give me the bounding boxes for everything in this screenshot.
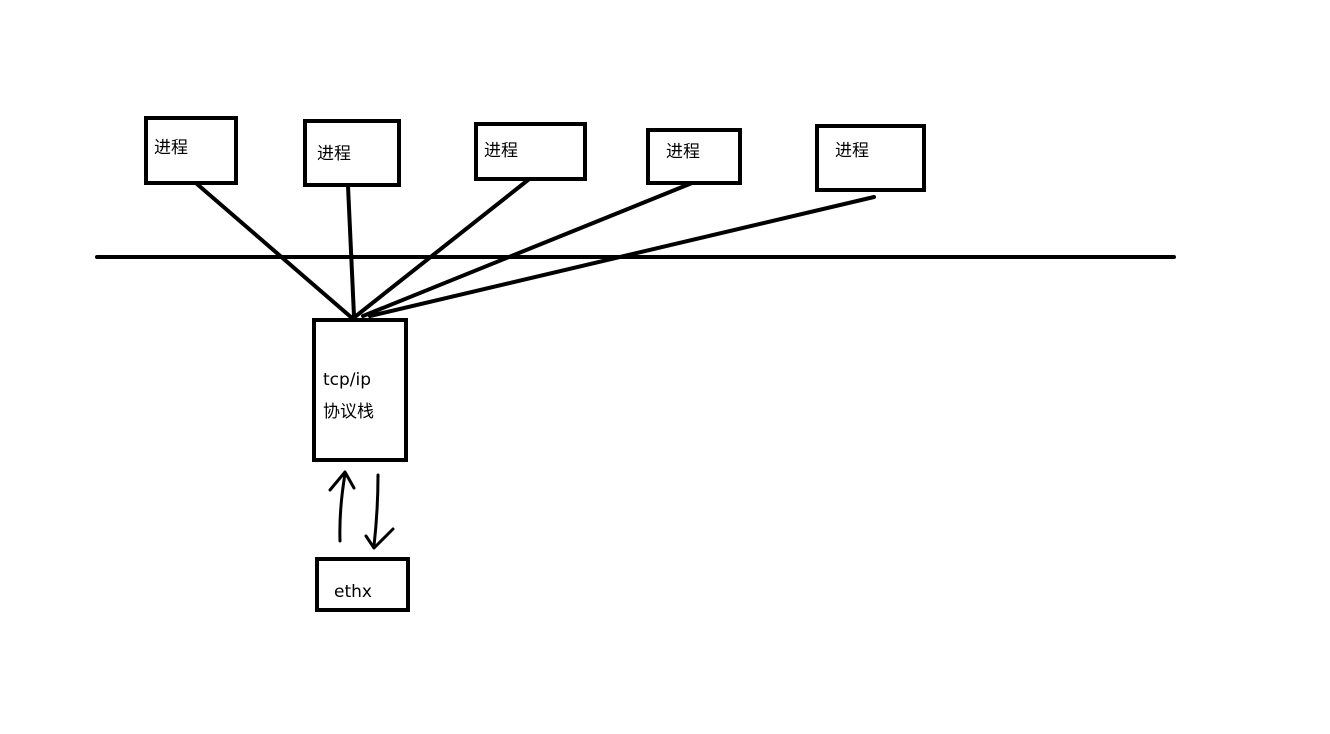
process-label: 进程 xyxy=(317,144,351,164)
process-label: 进程 xyxy=(835,141,869,161)
process-box: 进程 xyxy=(303,119,401,187)
process-box: 进程 xyxy=(815,124,926,192)
connection-line xyxy=(368,195,876,318)
connection-line xyxy=(195,182,354,320)
process-label: 进程 xyxy=(484,141,518,161)
stack-label-line2: 协议栈 xyxy=(323,402,374,422)
tcpip-stack-box: tcp/ip 协议栈 xyxy=(312,318,408,462)
stack-label-line1: tcp/ip xyxy=(323,370,371,390)
up-arrow xyxy=(328,470,356,543)
down-arrow xyxy=(364,473,395,550)
process-box: 进程 xyxy=(474,122,587,181)
ethx-interface-box: ethx xyxy=(315,557,410,612)
process-connections xyxy=(195,178,876,320)
process-box: 进程 xyxy=(646,128,742,185)
process-label: 进程 xyxy=(154,138,188,158)
connection-line xyxy=(346,184,356,318)
interface-label: ethx xyxy=(334,582,372,602)
process-label: 进程 xyxy=(666,142,700,162)
connection-line xyxy=(361,179,699,318)
connection-line xyxy=(354,178,530,318)
process-box: 进程 xyxy=(144,116,238,185)
